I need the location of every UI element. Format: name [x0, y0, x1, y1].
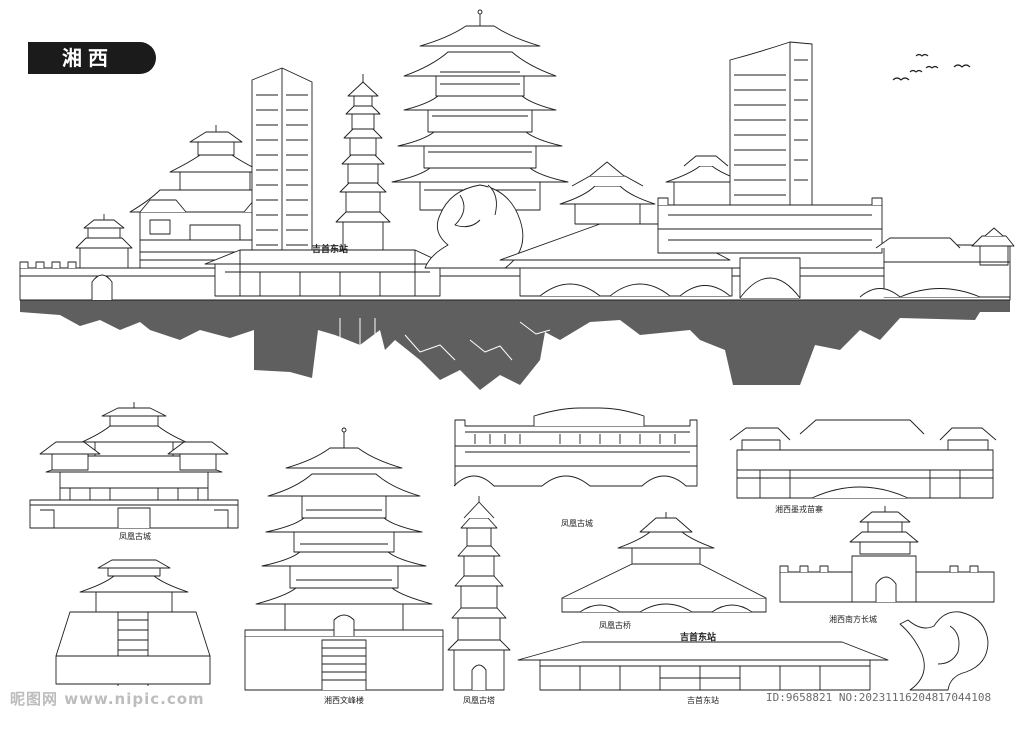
- watermark-right: ID:9658821 NO:20231116204817044108: [766, 691, 992, 704]
- drawing-pagoda: [448, 496, 510, 690]
- drawing-sculpture: [900, 612, 988, 690]
- caption-bridge: 凤凰古桥: [599, 621, 631, 630]
- caption-fenghuang-wall: 凤凰古城: [561, 519, 593, 528]
- skyline-pagoda: [336, 74, 390, 268]
- drawing-fenghuang-gate: [30, 402, 238, 528]
- page-title: 湘西: [28, 42, 156, 74]
- skyline-station: [205, 250, 445, 296]
- caption-fenghuang-gate: 凤凰古城: [119, 532, 151, 541]
- skyline: [20, 10, 1014, 300]
- drawing-stair-temple: [56, 560, 210, 686]
- skyline-right-stilt-house: [860, 228, 1014, 297]
- skyline-left-skyscraper: [252, 68, 312, 260]
- skyline-reflection: [20, 300, 1010, 390]
- caption-wenfeng-tower: 湘西文峰楼: [324, 696, 364, 705]
- caption-station: 吉首东站: [687, 696, 719, 705]
- reflection-details: [340, 318, 550, 360]
- skyline-wall-gate: [92, 275, 112, 300]
- skyline-right-skyscraper: [730, 42, 812, 205]
- caption-great-wall: 湘西南方长城: [829, 615, 877, 624]
- drawing-fenghuang-wall: [454, 408, 697, 486]
- drawing-wenfeng-tower: [245, 428, 443, 690]
- drawing-bridge: [562, 512, 766, 612]
- caption-pagoda: 凤凰古塔: [463, 696, 495, 705]
- skyline-city-wall: [20, 268, 1010, 300]
- skyline-station-sign: 吉首东站: [312, 245, 349, 255]
- watermark-left: 昵图网 www.nipic.com: [10, 690, 205, 708]
- skyline-central-tower: [392, 10, 568, 210]
- drawing-station: [518, 642, 888, 690]
- drawing-great-wall: [780, 506, 994, 602]
- station-sign-small: 吉首东站: [680, 633, 717, 643]
- skyline-gate-tower: [76, 214, 132, 268]
- skyline-sculpture: [425, 185, 523, 268]
- caption-stilt-house: 湘西墨戎苗寨: [775, 505, 823, 514]
- bird-flock: [893, 55, 970, 81]
- skyline-right-wall-building: [658, 156, 882, 298]
- drawing-stilt-house: [730, 420, 996, 498]
